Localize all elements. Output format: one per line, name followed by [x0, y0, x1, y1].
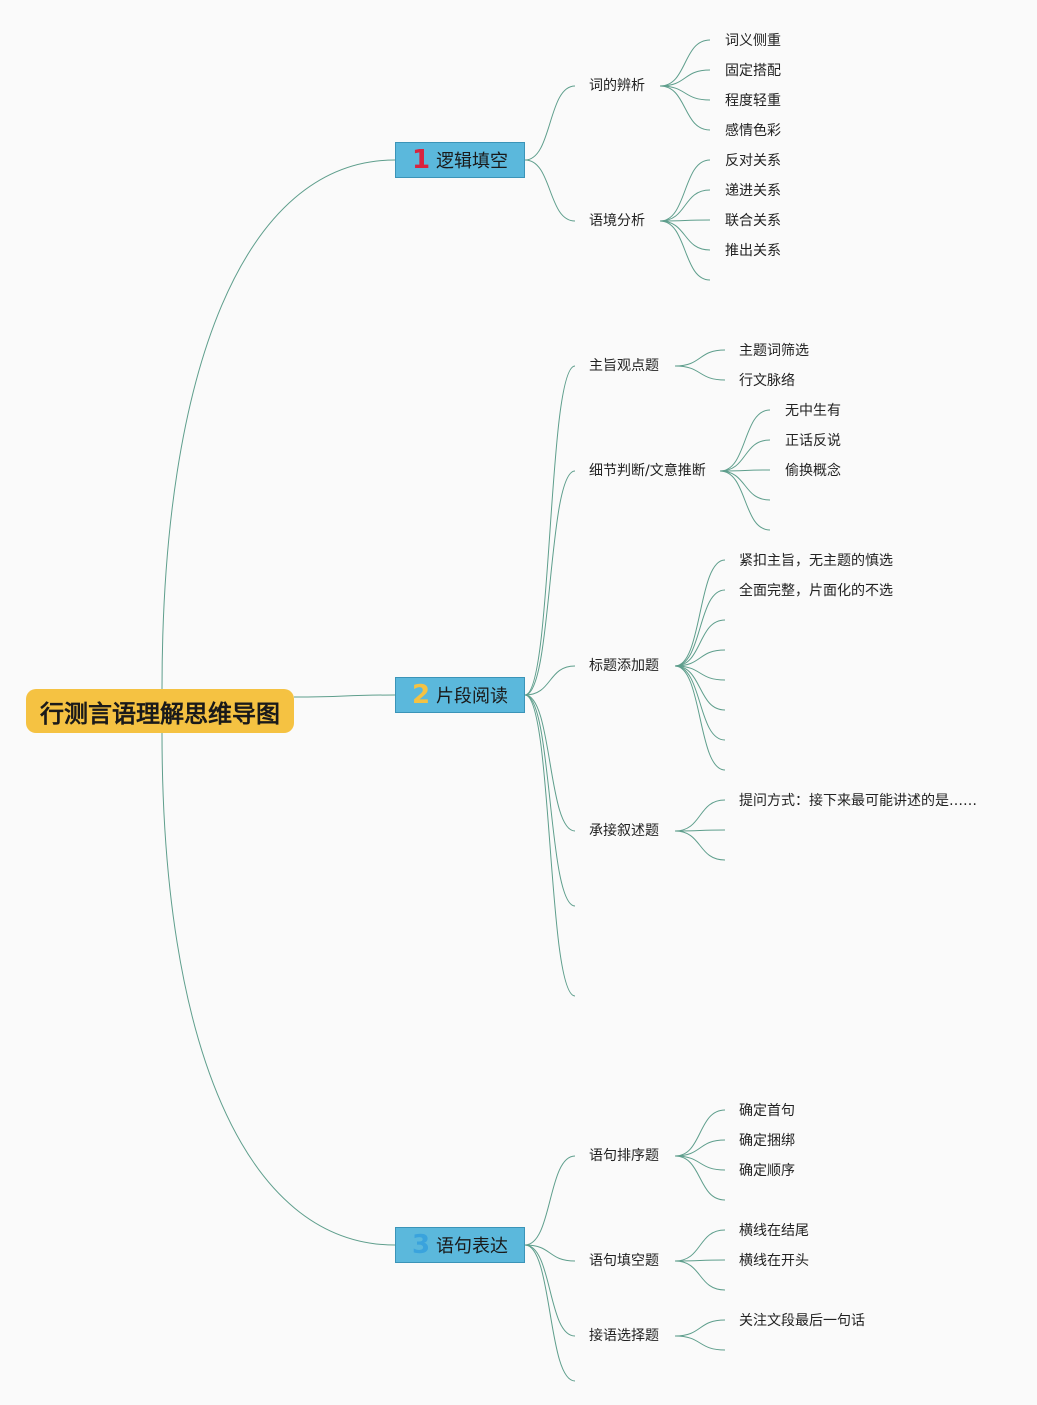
leaf-item[interactable]: 固定搭配 — [725, 63, 781, 79]
connector-line — [524, 365, 576, 696]
connector-line — [674, 365, 726, 381]
leaf-item[interactable]: 感情色彩 — [725, 123, 781, 139]
branch-label: 片段阅读 — [436, 686, 509, 707]
connector-line — [674, 1259, 726, 1262]
connector-line — [293, 694, 396, 698]
root-node[interactable]: 行测言语理解思维导图 — [26, 689, 294, 733]
leaf-item[interactable]: 提问方式：接下来最可能讲述的是…… — [739, 793, 977, 809]
branch-number: 3 — [411, 1230, 431, 1260]
branch-number: 2 — [411, 680, 431, 710]
leaf-item[interactable]: 无中生有 — [785, 403, 841, 419]
connector-line — [659, 69, 711, 87]
leaf-item[interactable]: 全面完整，片面化的不选 — [739, 583, 893, 599]
connector-line — [659, 220, 711, 281]
connector-line — [659, 85, 711, 131]
connector-line — [674, 649, 726, 667]
branch-number: 1 — [411, 145, 431, 175]
leaf-item[interactable]: 关注文段最后一句话 — [739, 1313, 865, 1329]
root-title: 行测言语理解思维导图 — [40, 699, 280, 728]
connector-line — [524, 694, 576, 907]
connector-line — [674, 665, 726, 711]
connector-line — [674, 1335, 726, 1351]
connector-line — [674, 1260, 726, 1291]
connector-line — [659, 39, 711, 87]
connector-line — [674, 1155, 726, 1171]
branch-node-logic-fill[interactable]: 1 逻辑填空 — [395, 142, 525, 178]
leaf-item[interactable]: 词义侧重 — [725, 33, 781, 49]
topic-follow-up-choice[interactable]: 接语选择题 — [589, 1328, 659, 1344]
connector-line — [674, 665, 726, 681]
connector-line — [161, 159, 396, 690]
leaf-item[interactable]: 确定首句 — [739, 1103, 795, 1119]
leaf-item[interactable]: 横线在开头 — [739, 1253, 809, 1269]
connector-line — [719, 470, 771, 501]
connector-line — [719, 409, 771, 472]
topic-context-analysis[interactable]: 语境分析 — [589, 213, 645, 229]
topic-main-idea[interactable]: 主旨观点题 — [589, 358, 659, 374]
connector-line — [659, 219, 711, 222]
connector-line — [659, 189, 711, 222]
connector-line — [659, 85, 711, 101]
branch-node-passage-reading[interactable]: 2 片段阅读 — [395, 677, 525, 713]
connector-line — [674, 665, 726, 741]
connector-line — [674, 589, 726, 667]
topic-word-distinction[interactable]: 词的辨析 — [589, 78, 645, 94]
connector-line — [674, 1109, 726, 1157]
connector-line — [719, 469, 771, 472]
topic-sentence-ordering[interactable]: 语句排序题 — [589, 1148, 659, 1164]
connector-line — [674, 559, 726, 667]
connector-line — [524, 1244, 576, 1382]
connector-line — [674, 830, 726, 861]
connector-line — [674, 1229, 726, 1262]
leaf-item[interactable]: 确定捆绑 — [739, 1133, 795, 1149]
connector-line — [674, 829, 726, 832]
connector-line — [674, 619, 726, 667]
connector-line — [719, 470, 771, 531]
connector-line — [674, 799, 726, 832]
topic-sentence-fill[interactable]: 语句填空题 — [589, 1253, 659, 1269]
leaf-item[interactable]: 程度轻重 — [725, 93, 781, 109]
leaf-item[interactable]: 确定顺序 — [739, 1163, 795, 1179]
leaf-item[interactable]: 偷换概念 — [785, 463, 841, 479]
branch-node-sentence-expression[interactable]: 3 语句表达 — [395, 1227, 525, 1263]
leaf-item[interactable]: 紧扣主旨，无主题的慎选 — [739, 553, 893, 569]
connector-line — [524, 694, 576, 997]
topic-detail-judgment[interactable]: 细节判断/文意推断 — [589, 463, 706, 479]
connector-line — [524, 470, 576, 696]
connector-line — [659, 220, 711, 251]
connector-line — [524, 694, 576, 832]
connector-line — [674, 1319, 726, 1337]
connector-line — [524, 1155, 576, 1246]
leaf-item[interactable]: 联合关系 — [725, 213, 781, 229]
leaf-item[interactable]: 行文脉络 — [739, 373, 795, 389]
connector-line — [659, 159, 711, 222]
connector-line — [674, 1155, 726, 1201]
connector-line — [674, 349, 726, 367]
branch-label: 语句表达 — [436, 1236, 509, 1257]
connector-line — [719, 439, 771, 472]
connector-line — [524, 665, 576, 696]
topic-continuation[interactable]: 承接叙述题 — [589, 823, 659, 839]
leaf-item[interactable]: 推出关系 — [725, 243, 781, 259]
leaf-item[interactable]: 正话反说 — [785, 433, 841, 449]
connector-line — [524, 159, 576, 222]
leaf-item[interactable]: 横线在结尾 — [739, 1223, 809, 1239]
connector-line — [524, 85, 576, 161]
connector-line — [674, 1139, 726, 1157]
branch-label: 逻辑填空 — [436, 151, 509, 172]
connector-line — [161, 732, 396, 1246]
leaf-item[interactable]: 反对关系 — [725, 153, 781, 169]
connector-line — [674, 665, 726, 771]
leaf-item[interactable]: 主题词筛选 — [739, 343, 809, 359]
leaf-item[interactable]: 递进关系 — [725, 183, 781, 199]
connector-line — [524, 1244, 576, 1262]
topic-title-adding[interactable]: 标题添加题 — [589, 658, 659, 674]
connector-line — [524, 1244, 576, 1337]
